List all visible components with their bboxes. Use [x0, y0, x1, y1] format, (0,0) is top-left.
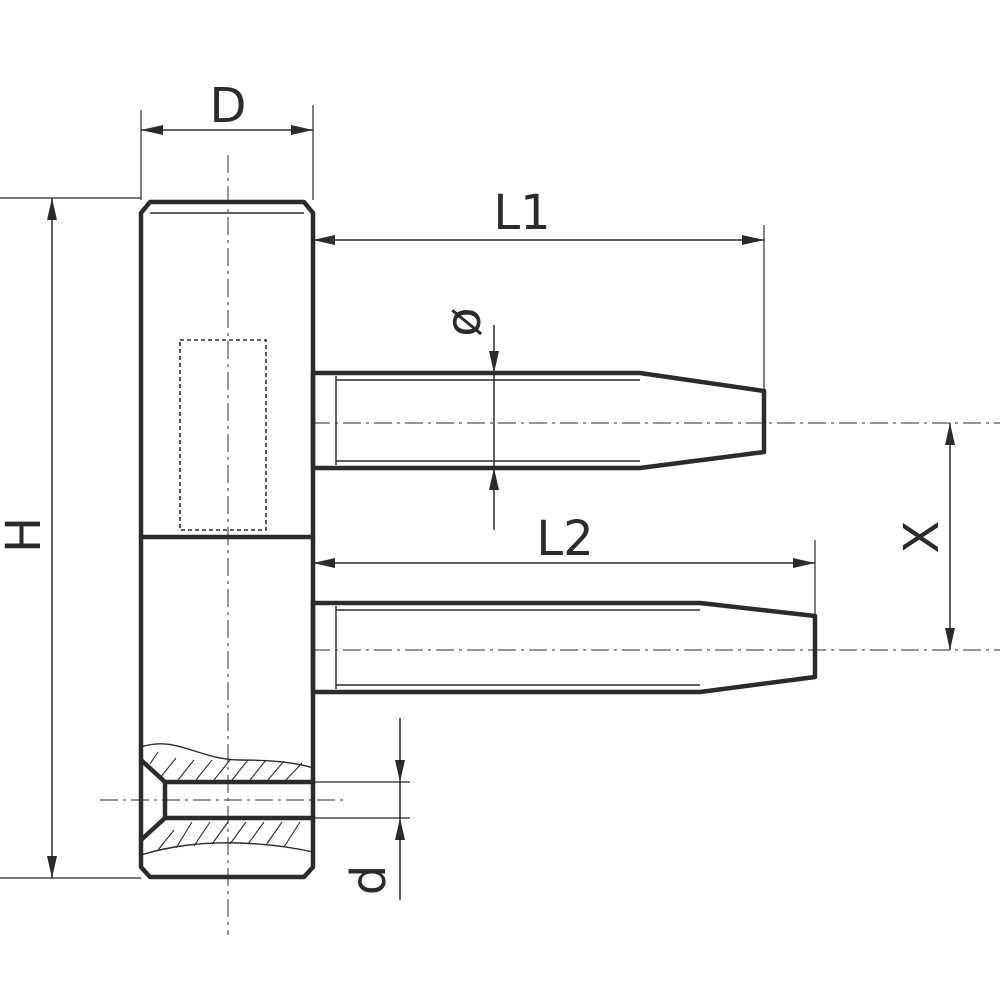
hatching-top	[149, 751, 303, 781]
hatching-bottom	[157, 821, 301, 851]
dimension-pin-diameter: ø	[436, 307, 499, 530]
upper-pin-outline	[310, 370, 767, 471]
upper-break-line	[140, 743, 314, 769]
dimension-l2: L2	[313, 511, 816, 616]
dimension-bore-d: d	[313, 718, 410, 900]
label-l2: L2	[536, 511, 593, 567]
dimension-l1: L1	[313, 185, 765, 391]
lower-pin-outline	[310, 600, 818, 695]
label-x: X	[894, 521, 950, 554]
label-pin-diameter: ø	[436, 307, 492, 336]
label-bore-d: d	[341, 865, 397, 895]
label-l1: L1	[493, 185, 550, 241]
dimension-x: X	[894, 423, 955, 650]
bore-bottom-edge	[138, 815, 316, 843]
dimension-h: H	[0, 197, 141, 879]
bore-section	[138, 743, 316, 856]
label-h: H	[0, 517, 52, 553]
upper-pin	[310, 370, 767, 471]
lower-pin	[310, 600, 818, 695]
label-d-body: D	[210, 78, 247, 134]
body-outline	[138, 199, 316, 880]
dimension-d-body: D	[140, 78, 314, 200]
hinge-body	[138, 199, 316, 880]
lower-break-line	[140, 842, 314, 856]
hidden-bore	[179, 339, 267, 531]
